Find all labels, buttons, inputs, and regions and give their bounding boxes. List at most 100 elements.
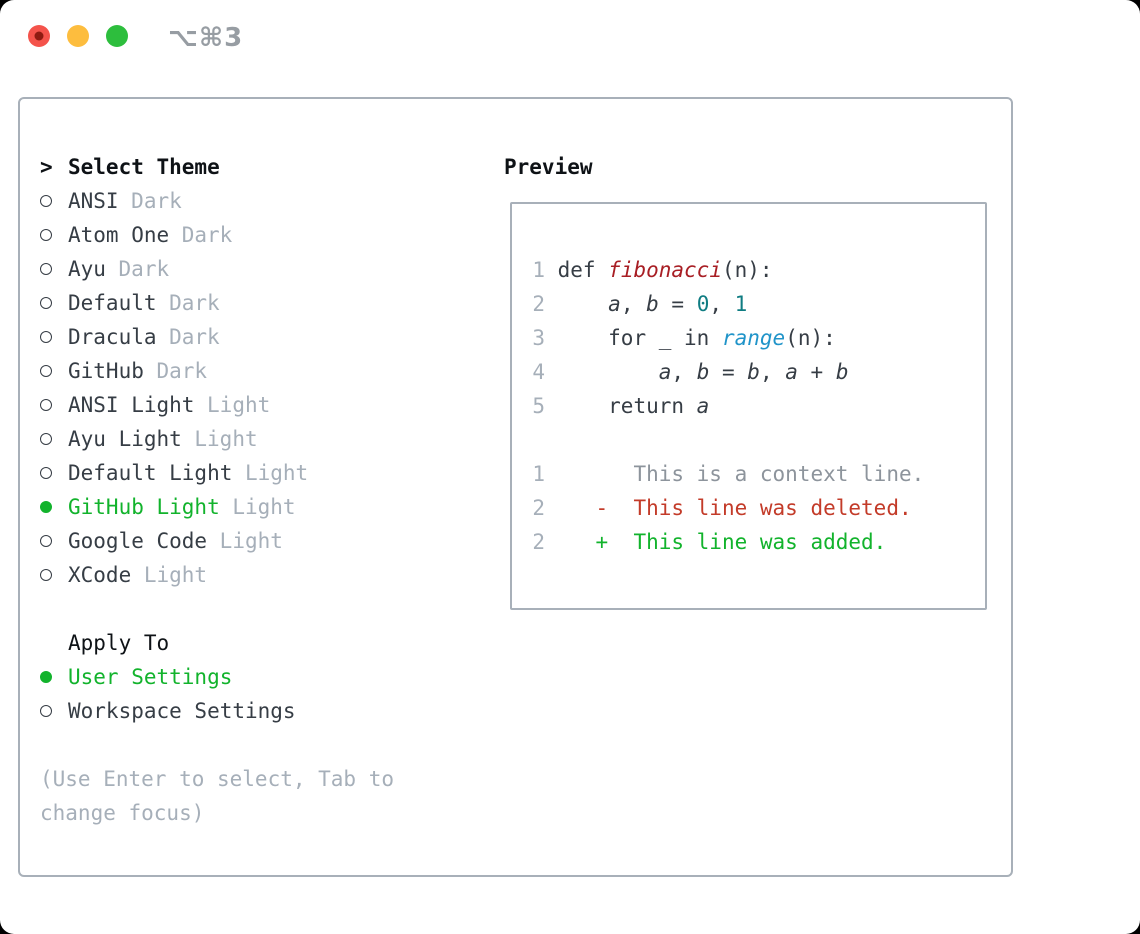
- variant-tag: Dark: [169, 325, 220, 349]
- blank-line: [532, 423, 985, 457]
- option-label: Ayu: [68, 257, 106, 281]
- radio-icon: [40, 263, 68, 275]
- titlebar: ⌥⌘3: [0, 0, 1140, 75]
- radio-icon: [40, 569, 68, 581]
- traffic-lights: [28, 24, 145, 51]
- token-num: 1: [734, 292, 748, 316]
- option-label: GitHub: [68, 359, 144, 383]
- variant-tag: Dark: [131, 189, 182, 213]
- line-number: 1: [532, 462, 545, 486]
- token-var: a: [785, 360, 798, 384]
- token-code: for _ in: [557, 326, 722, 350]
- code-line: 4 a, b = b, a + b: [532, 355, 985, 389]
- variant-tag: Light: [207, 393, 271, 417]
- radio-icon: [40, 705, 68, 717]
- token-code: [558, 292, 609, 316]
- token-code: ,: [759, 360, 786, 384]
- variant-tag: Dark: [156, 359, 208, 383]
- theme-option-default[interactable]: Default Dark: [40, 286, 480, 320]
- diff-line: 2 - This line was deleted.: [532, 491, 985, 525]
- select-theme-label: Select Theme: [68, 155, 220, 179]
- keyboard-hint: (Use Enter to select, Tab to change focu…: [40, 767, 395, 825]
- radio-selected-icon: [40, 671, 68, 683]
- option-label: Default Light: [68, 461, 233, 485]
- code-line: 2 a, b = 0, 1: [532, 287, 985, 321]
- variant-tag: Dark: [181, 223, 233, 247]
- token-code: (n):: [785, 326, 836, 350]
- apply-option-workspace-settings[interactable]: Workspace Settings: [40, 694, 480, 728]
- token-code: +: [797, 360, 836, 384]
- line-number: 3: [532, 326, 545, 350]
- token-var: a: [608, 292, 621, 316]
- theme-option-dracula[interactable]: Dracula Dark: [40, 320, 480, 354]
- line-number: 2: [532, 496, 545, 520]
- theme-option-atom-one[interactable]: Atom One Dark: [40, 218, 480, 252]
- token-code: ,: [671, 360, 697, 384]
- token-code: =: [658, 292, 697, 316]
- radio-icon: [40, 399, 68, 411]
- radio-icon: [40, 195, 68, 207]
- token-code: return: [557, 394, 697, 418]
- token-var: a: [658, 360, 672, 384]
- line-number: 1: [532, 258, 545, 282]
- radio-icon: [40, 433, 68, 445]
- radio-icon: [40, 535, 68, 547]
- token-deleted: - This line was deleted.: [557, 496, 912, 520]
- option-label: Ayu Light: [68, 427, 182, 451]
- token-code: [558, 360, 659, 384]
- theme-option-default-light[interactable]: Default Light Light: [40, 456, 480, 490]
- option-label: ANSI Light: [68, 393, 195, 417]
- diff-line: 1 This is a context line.: [532, 457, 985, 491]
- option-label: Default: [68, 291, 157, 315]
- close-dot-icon: [34, 31, 44, 40]
- code-line: 3 for _ in range(n):: [532, 321, 985, 355]
- option-label: GitHub Light: [68, 495, 220, 519]
- line-number: 2: [532, 292, 545, 316]
- line-number: 5: [532, 394, 545, 418]
- token-var: b: [747, 360, 760, 384]
- variant-tag: Dark: [118, 257, 170, 281]
- focus-caret-icon: >: [40, 155, 53, 179]
- theme-option-ayu[interactable]: Ayu Dark: [40, 252, 480, 286]
- zoom-button[interactable]: [106, 24, 128, 47]
- apply-option-user-settings[interactable]: User Settings: [40, 660, 480, 694]
- select-theme-header: > Select Theme: [40, 150, 480, 184]
- variant-tag: Light: [244, 461, 309, 485]
- radio-icon: [40, 229, 68, 241]
- option-label: User Settings: [68, 665, 233, 689]
- token-num: 0: [696, 292, 710, 316]
- radio-icon: [40, 365, 68, 377]
- token-code: =: [709, 360, 748, 384]
- line-number: 4: [532, 360, 545, 384]
- token-var: b: [646, 292, 659, 316]
- option-label: Atom One: [68, 223, 170, 247]
- option-label: Dracula: [68, 325, 157, 349]
- radio-icon: [40, 297, 68, 309]
- minimize-button[interactable]: [67, 24, 89, 47]
- variant-tag: Dark: [169, 291, 220, 315]
- radio-selected-icon: [40, 501, 68, 513]
- token-code: def: [557, 258, 609, 282]
- theme-option-ansi[interactable]: ANSI Dark: [40, 184, 480, 218]
- apply-to-label: Apply To: [68, 631, 170, 655]
- token-var: b: [835, 360, 849, 384]
- option-label: XCode: [68, 563, 132, 587]
- option-label: ANSI: [68, 189, 119, 213]
- option-label: Workspace Settings: [68, 699, 296, 723]
- token-func: fibonacci: [608, 258, 722, 282]
- token-code: ,: [620, 292, 647, 316]
- token-context: This is a context line.: [557, 462, 925, 486]
- close-button[interactable]: [28, 24, 50, 47]
- theme-option-ansi-light[interactable]: ANSI Light Light: [40, 388, 480, 422]
- radio-icon: [40, 331, 68, 343]
- token-builtin: range: [721, 326, 786, 350]
- theme-option-github[interactable]: GitHub Dark: [40, 354, 480, 388]
